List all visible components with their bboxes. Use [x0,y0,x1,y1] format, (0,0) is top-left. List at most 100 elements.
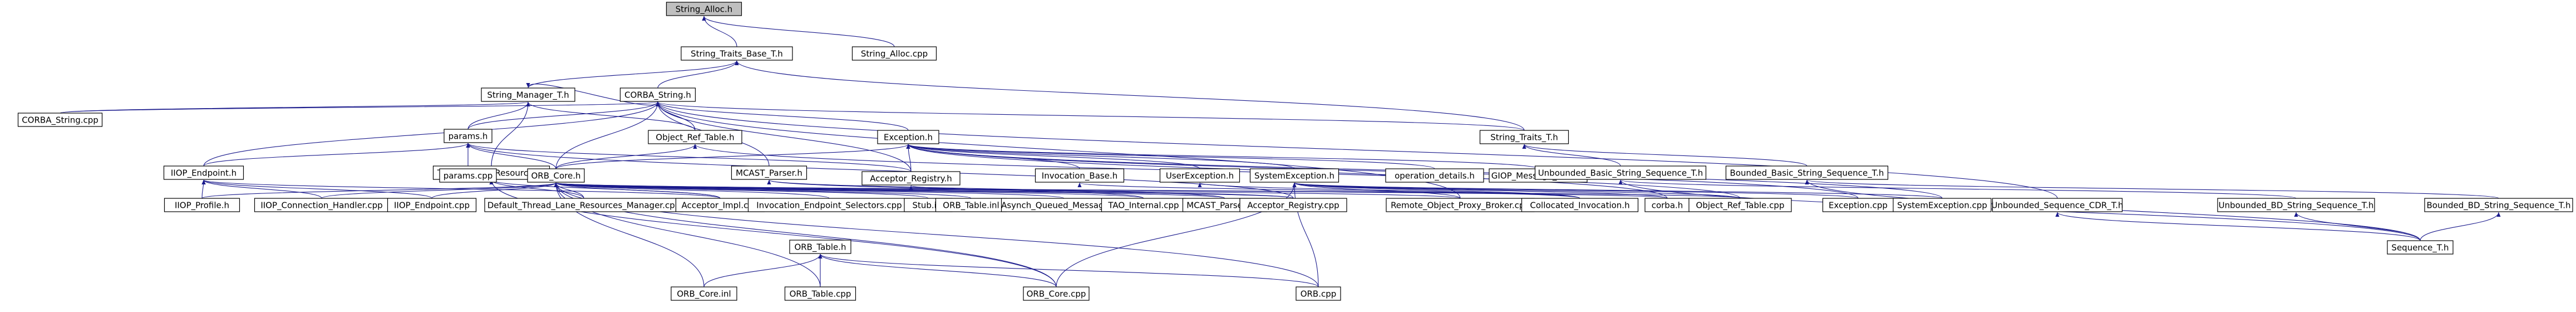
include-edge [201,179,432,199]
graph-node[interactable]: ORB_Table.h [789,240,851,254]
node-box[interactable] [1239,198,1347,212]
node-box[interactable] [2217,198,2375,212]
node-box[interactable] [784,286,856,301]
node-box[interactable] [1521,198,1639,212]
graph-node[interactable]: String_Traits_Base_T.h [681,46,793,61]
graph-node[interactable]: IIOP_Profile.h [164,198,240,212]
graph-node[interactable]: params.cpp [439,168,497,183]
node-label: Default_Thread_Lane_Resources_Manager.cp… [487,201,681,211]
node-box[interactable] [1159,168,1240,183]
graph-node[interactable]: SystemException.cpp [1893,198,1992,212]
graph-node[interactable]: ORB_Table.cpp [784,286,856,301]
graph-node[interactable]: String_Alloc.cpp [851,46,937,61]
node-box[interactable] [1644,198,1690,212]
graph-node[interactable]: Default_Thread_Lane_Resources_Manager.cp… [484,198,683,212]
graph-node[interactable]: Unbounded_BD_String_Sequence_T.h [2217,198,2375,212]
node-box[interactable] [747,198,911,212]
node-label: ORB_Table.inl [943,201,999,211]
graph-node[interactable]: Bounded_Basic_String_Sequence_T.h [1725,165,1889,180]
graph-node[interactable]: CORBA_String.cpp [17,113,103,127]
graph-node[interactable]: IIOP_Endpoint.h [163,165,244,180]
graph-node[interactable]: ORB_Core.h [527,168,585,183]
node-box[interactable] [163,165,244,180]
graph-node[interactable]: params.h [444,129,492,143]
graph-node[interactable]: MCAST_Parser.h [731,165,807,180]
graph-node[interactable]: UserException.h [1159,168,1240,183]
node-box[interactable] [619,87,696,102]
graph-node[interactable]: Acceptor_Registry.h [861,171,961,186]
graph-node[interactable]: String_Traits_T.h [1479,130,1569,144]
node-box[interactable] [666,2,742,16]
node-box[interactable] [387,198,477,212]
graph-node[interactable]: operation_details.h [1385,168,1484,183]
graph-node[interactable]: IIOP_Endpoint.cpp [387,198,477,212]
graph-node[interactable]: String_Manager_T.h [481,87,575,102]
graph-node[interactable]: String_Alloc.h [666,2,742,16]
graph-node[interactable]: Invocation_Base.h [1035,168,1125,183]
graph-node[interactable]: CORBA_String.h [619,87,696,102]
graph-node[interactable]: ORB_Core.inl [671,286,737,301]
node-label: String_Alloc.h [676,4,733,15]
node-box[interactable] [481,87,575,102]
graph-node[interactable]: SystemException.h [1249,168,1339,183]
graph-node[interactable]: Object_Ref_Table.h [648,130,742,144]
graph-node[interactable]: Exception.h [877,130,939,144]
include-edge [467,101,530,130]
include-edge [906,144,1200,169]
include-edge [554,182,1294,199]
node-box[interactable] [439,168,497,183]
node-box[interactable] [671,286,737,301]
edge-layer [60,16,2501,287]
include-edge [1522,144,1807,167]
node-box[interactable] [1688,198,1792,212]
node-box[interactable] [1534,165,1707,180]
node-box[interactable] [789,240,851,254]
graph-node[interactable]: Acceptor_Registry.cpp [1239,198,1347,212]
node-box[interactable] [1725,165,1889,180]
node-box[interactable] [2424,198,2573,212]
graph-node[interactable]: Bounded_BD_String_Sequence_T.h [2424,198,2573,212]
node-box[interactable] [1296,286,1341,301]
node-box[interactable] [254,198,390,212]
node-box[interactable] [1385,168,1484,183]
node-box[interactable] [851,46,937,61]
node-box[interactable] [1023,286,1090,301]
node-box[interactable] [1992,198,2123,212]
graph-node[interactable]: Exception.cpp [1822,198,1894,212]
graph-node[interactable]: ORB.cpp [1296,286,1341,301]
node-label: IIOP_Connection_Handler.cpp [260,201,382,211]
node-box[interactable] [1035,168,1125,183]
node-label: Bounded_BD_String_Sequence_T.h [2426,201,2570,211]
graph-node[interactable]: Object_Ref_Table.cpp [1688,198,1792,212]
node-box[interactable] [731,165,807,180]
node-box[interactable] [1822,198,1894,212]
node-box[interactable] [681,46,793,61]
node-box[interactable] [17,113,103,127]
graph-node[interactable]: Unbounded_Basic_String_Sequence_T.h [1534,165,1707,180]
node-box[interactable] [527,168,585,183]
graph-node[interactable]: Remote_Object_Proxy_Broker.cpp [1386,198,1535,212]
graph-node[interactable]: Unbounded_Sequence_CDR_T.h [1991,198,2124,212]
node-box[interactable] [444,129,492,143]
graph-node[interactable]: Sequence_T.h [2387,240,2454,255]
node-box[interactable] [1249,168,1339,183]
graph-node[interactable]: Collocated_Invocation.h [1521,198,1639,212]
node-box[interactable] [1101,198,1186,212]
graph-node[interactable]: corba.h [1644,198,1690,212]
graph-node[interactable]: TAO_Internal.cpp [1101,198,1186,212]
node-label: Invocation_Endpoint_Selectors.cpp [756,201,902,211]
node-box[interactable] [648,130,742,144]
graph-node[interactable]: ORB_Core.cpp [1023,286,1090,301]
node-box[interactable] [164,198,240,212]
node-label: CORBA_String.h [624,90,691,101]
node-box[interactable] [2387,240,2454,255]
node-box[interactable] [877,130,939,144]
node-box[interactable] [935,198,1007,212]
graph-node[interactable]: ORB_Table.inl [935,198,1007,212]
graph-node[interactable]: IIOP_Connection_Handler.cpp [254,198,390,212]
node-box[interactable] [1479,130,1569,144]
node-box[interactable] [861,171,961,186]
node-box[interactable] [1893,198,1992,212]
graph-node[interactable]: Invocation_Endpoint_Selectors.cpp [747,198,911,212]
